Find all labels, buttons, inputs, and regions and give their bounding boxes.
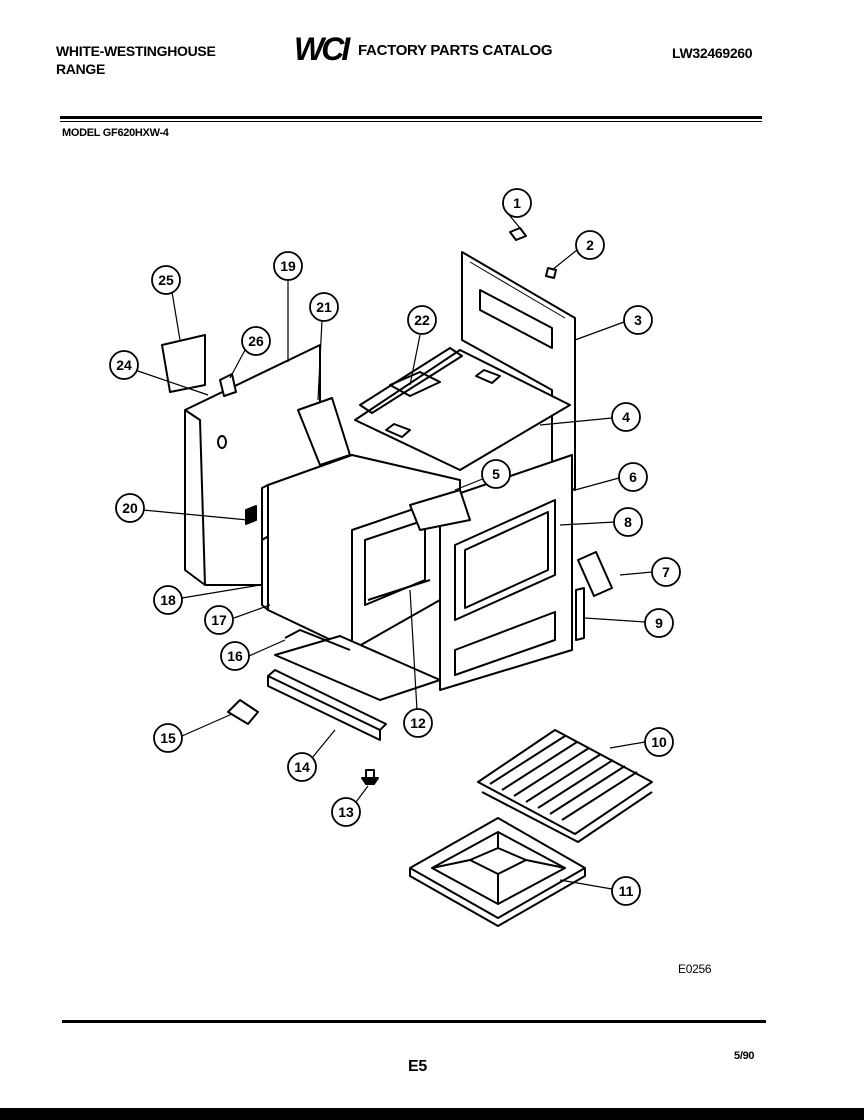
callout-circle: [273, 251, 303, 281]
callout-circle: [481, 459, 511, 489]
leader-lines: [134, 209, 653, 890]
broiler-drawer: [274, 629, 441, 701]
callout-17: 17: [211, 612, 227, 628]
oven-rack: [477, 729, 653, 843]
part-hinge: [577, 551, 613, 597]
callout-labels: 1 2 3 4 5 6 8 7 9 10 11 12 13 14 15 16 1…: [116, 195, 670, 899]
catalog-title: FACTORY PARTS CATALOG: [358, 42, 553, 59]
page-number: E5: [408, 1058, 427, 1075]
part-clip: [509, 227, 527, 241]
part-sensor: [245, 505, 257, 525]
logo-text: WCI: [294, 33, 351, 65]
callout-circle: [115, 493, 145, 523]
callout-circle: [403, 708, 433, 738]
callout-1: 1: [513, 195, 521, 211]
front-frame: [439, 454, 573, 691]
callout-22: 22: [414, 312, 430, 328]
callout-circle: [502, 188, 532, 218]
header-rule: [60, 116, 762, 119]
callout-circle: [644, 608, 674, 638]
callout-4: 4: [622, 409, 630, 425]
callout-8: 8: [624, 514, 632, 530]
part-switch: [219, 373, 237, 397]
part-burner: [409, 489, 471, 531]
callout-circle: [309, 292, 339, 322]
callout-19: 19: [280, 258, 296, 274]
callout-circle: [651, 557, 681, 587]
callout-circle: [287, 752, 317, 782]
callout-21: 21: [316, 299, 332, 315]
callout-circle: [331, 797, 361, 827]
callout-circle: [241, 326, 271, 356]
callout-12: 12: [410, 715, 426, 731]
diagram-code: E0256: [678, 962, 712, 976]
callout-20: 20: [122, 500, 138, 516]
callout-3: 3: [634, 312, 642, 328]
broiler-pan: [409, 817, 586, 927]
callout-15: 15: [160, 730, 176, 746]
callout-26: 26: [248, 333, 264, 349]
callout-14: 14: [294, 759, 310, 775]
callout-5: 5: [492, 466, 500, 482]
callout-circle: [611, 876, 641, 906]
product-type: RANGE: [56, 61, 106, 77]
callout-6: 6: [629, 469, 637, 485]
wci-logo: WCI: [292, 31, 354, 68]
callout-9: 9: [655, 615, 663, 631]
callout-11: 11: [619, 883, 634, 899]
brand-name: WHITE-WESTINGHOUSE: [56, 43, 216, 59]
leveling-leg: [361, 769, 379, 785]
callout-24: 24: [116, 357, 132, 373]
callout-10: 10: [651, 734, 667, 750]
callout-circle: [575, 230, 605, 260]
callout-circle: [204, 605, 234, 635]
footer-rule: [62, 1020, 766, 1023]
catalog-number: LW32469260: [672, 45, 753, 61]
oven-liner: [261, 454, 461, 651]
callout-circle: [153, 723, 183, 753]
part-screw: [545, 267, 557, 279]
callout-circle: [644, 727, 674, 757]
kick-plate: [267, 669, 387, 741]
revision-date: 5/90: [734, 1050, 755, 1062]
callout-circle: [618, 462, 648, 492]
callout-circle: [611, 402, 641, 432]
bracket: [227, 699, 259, 725]
callout-25: 25: [158, 272, 174, 288]
part-vent: [297, 397, 351, 466]
top-panel: [354, 347, 571, 471]
callout-circle: [220, 641, 250, 671]
callout-circle: [623, 305, 653, 335]
callout-circle: [613, 507, 643, 537]
model-number: MODEL GF620HXW-4: [62, 127, 169, 139]
scan-edge-bar: [0, 1108, 864, 1120]
callout-circle: [151, 265, 181, 295]
callout-circle: [407, 305, 437, 335]
part-spring: [575, 587, 585, 641]
callout-2: 2: [586, 237, 594, 253]
part-duct: [161, 334, 206, 393]
callout-7: 7: [662, 564, 670, 580]
callout-18: 18: [160, 592, 176, 608]
callouts: [109, 188, 681, 906]
brand-block: WHITE-WESTINGHOUSE RANGE: [56, 42, 216, 78]
callout-circle: [153, 585, 183, 615]
callout-16: 16: [227, 648, 243, 664]
header-rule-thin: [60, 121, 762, 122]
callout-13: 13: [338, 804, 354, 820]
callout-circle: [109, 350, 139, 380]
